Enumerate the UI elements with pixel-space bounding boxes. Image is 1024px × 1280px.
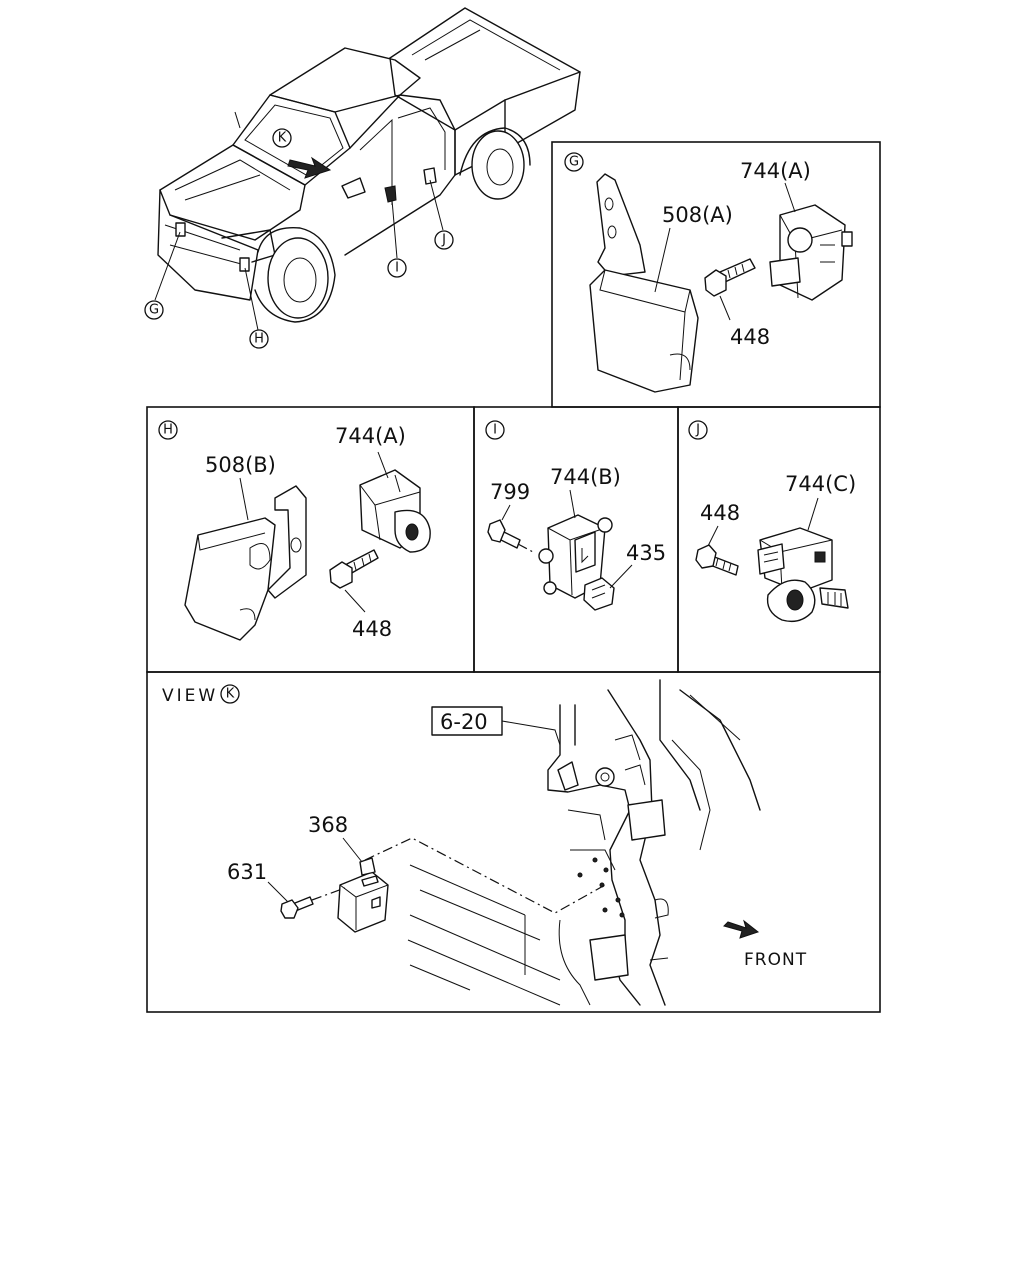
leader-508b [239,477,249,521]
view-k-callout-label: K [226,687,235,702]
sensor-744a-g [769,204,853,301]
panel-j-callout: J [688,420,708,440]
connector-435 [583,577,615,611]
panel-i-callout: I [485,420,505,440]
bracket-508a [589,173,699,393]
leader-448-h [344,589,366,613]
label-744b: 744(B) [550,465,621,489]
callout-g-truck: G [144,300,164,320]
panel-g-callout: G [564,152,584,172]
front-arrow-icon [723,919,760,939]
panel-g-callout-label: G [569,155,579,170]
leader-744a-h [377,451,389,479]
truck-overview [154,7,581,331]
panel-h-callout: H [158,420,178,440]
label-508b: 508(B) [205,453,276,477]
bolt-799 [487,519,521,549]
callout-j-truck: J [434,230,454,250]
label-448-g: 448 [730,325,770,349]
bolt-448-g [704,258,756,297]
sensor-744a-h [359,469,431,553]
label-508a: 508(A) [662,203,733,227]
callout-j-truck-label: J [441,233,446,248]
label-744a-g: 744(A) [740,159,811,183]
view-label: VIEW [162,686,218,706]
label-799: 799 [490,480,530,504]
leader-744a-g [784,182,796,213]
leader-744b [569,489,576,519]
label-448-h: 448 [352,617,392,641]
front-label: FRONT [744,950,807,970]
label-744c: 744(C) [785,472,856,496]
callout-i-truck: I [387,258,407,278]
callout-k-truck: K [272,128,292,148]
label-448-j: 448 [700,501,740,525]
leader-6-20 [501,720,561,746]
bolt-631-axis [311,887,346,901]
leader-744c [807,497,819,531]
panel-h-callout-label: H [163,423,173,438]
leader-435 [609,564,633,589]
callout-i-truck-label: I [395,261,399,276]
callout-k-truck-label: K [278,131,287,146]
body-structure [407,679,761,1006]
panel-k-frame [146,671,881,1013]
callout-h-truck-label: H [254,332,264,347]
label-744a-h: 744(A) [335,424,406,448]
sensor-744c [757,527,849,623]
leader-508a [654,227,671,293]
bolt-631 [280,896,314,919]
label-435: 435 [626,541,666,565]
view-k-callout: K [220,684,240,704]
leader-368 [342,837,363,863]
panel-j-callout-label: J [695,423,700,438]
label-631: 631 [227,860,267,884]
leader-631 [267,881,289,903]
bolt-448-j [695,544,739,576]
module-368-install-line [364,837,606,914]
bolt-448-h [329,549,379,589]
callout-g-truck-label: G [149,303,159,318]
bracket-508b [184,485,307,641]
leader-448-j [707,525,719,547]
panel-i-callout-label: I [493,423,497,438]
ref-box-label: 6-20 [440,710,488,734]
ref-box-6-20: 6-20 [431,706,503,736]
bolt-799-axis [517,543,536,554]
label-368: 368 [308,813,348,837]
leader-448-g [719,295,731,321]
leader-799 [501,504,511,521]
callout-h-truck: H [249,329,269,349]
module-368 [337,857,389,933]
